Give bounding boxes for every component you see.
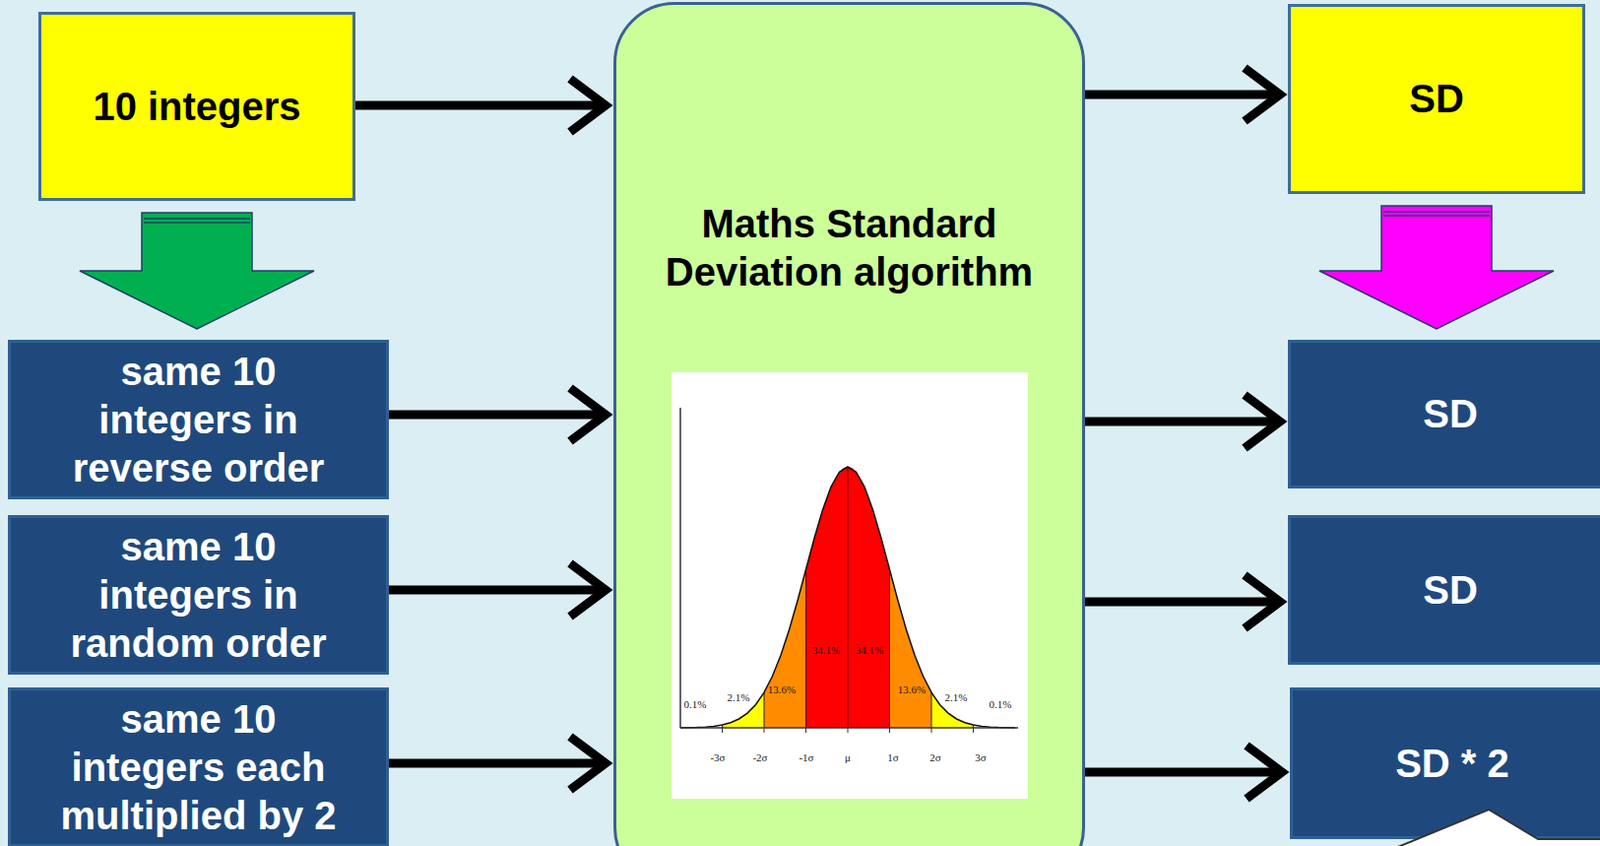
block-arrow [1319, 205, 1554, 329]
axis-label: 2σ [929, 752, 941, 764]
flow-arrow [388, 387, 606, 442]
input-variant-box: same 10 integers each multiplied by 2 [7, 687, 389, 846]
input-box: 10 integers [38, 11, 356, 201]
axis-ticks [722, 727, 974, 733]
block-arrow-stripe [1383, 214, 1490, 217]
arrow-shaft [388, 410, 606, 420]
arrow-shaft [1085, 417, 1280, 427]
percentage-label: 34.1% [812, 644, 840, 656]
flow-arrow [1085, 745, 1282, 799]
axis-label: μ [844, 752, 851, 764]
axis-tick [972, 727, 974, 733]
sigma-line [764, 692, 766, 728]
sigma-line [931, 692, 933, 728]
axis-tick [721, 727, 723, 733]
box-label: same 10 integers in random order [51, 522, 347, 667]
y-axis [679, 407, 682, 728]
arrow-shaft [1085, 90, 1280, 100]
axis-tick [847, 727, 849, 733]
percentage-label: 2.1% [727, 692, 751, 704]
output-box: SD [1287, 3, 1586, 194]
block-arrow-stripe [143, 221, 251, 224]
box-label: SD [1422, 389, 1478, 439]
arrow-head [1246, 745, 1282, 799]
box-label: 10 integers [92, 82, 301, 131]
output-variant-box: SD * 2 [1289, 687, 1600, 839]
output-variant-box: SD [1287, 339, 1600, 489]
arrow-head [570, 563, 606, 617]
arrow-head [1244, 67, 1280, 122]
flow-arrow [355, 78, 606, 132]
axis-label: 3σ [974, 752, 986, 764]
mean-line [846, 466, 849, 728]
percentage-label: 13.6% [897, 684, 926, 696]
arrow-head [570, 387, 606, 442]
axis-tick [764, 727, 766, 733]
box-label: SD [1408, 74, 1465, 124]
flow-arrow [1085, 575, 1280, 629]
input-variant-box: same 10 integers in random order [7, 514, 389, 675]
arrow-shaft [388, 759, 606, 768]
axis-label: -2σ [752, 752, 768, 764]
input-variant-box: same 10 integers in reverse order [7, 339, 389, 500]
arrow-shaft [1085, 768, 1282, 777]
axis-label: -3σ [709, 752, 725, 764]
block-arrow-stripe [143, 217, 251, 220]
arrow-shaft [1085, 597, 1280, 607]
bell-outline [680, 466, 1016, 728]
arrow-shaft [355, 101, 606, 111]
output-variant-box: SD [1287, 514, 1600, 665]
percentage-label: 13.6% [768, 684, 796, 696]
percentage-label: 2.1% [945, 692, 968, 704]
arrow-shaft [388, 585, 606, 595]
box-label: Maths Standard Deviation algorithm [633, 199, 1067, 297]
flow-arrow [388, 563, 606, 617]
axis-label: 1σ [887, 752, 898, 764]
illustration-ground [671, 372, 1028, 799]
flow-arrow [1085, 394, 1280, 448]
axis-tick [805, 727, 807, 733]
arrow-head [1244, 394, 1280, 448]
block-arrow-body [1319, 205, 1554, 329]
box-label: same 10 integers in reverse order [51, 347, 347, 492]
flow-arrow [1085, 67, 1280, 122]
axis-tick [889, 727, 891, 733]
block-arrow-stripe [1383, 210, 1490, 213]
bell-region [806, 466, 891, 728]
block-arrow-body [79, 212, 315, 329]
bell-curve-illustration [671, 372, 1028, 799]
x-axis [680, 726, 1019, 729]
box-label: SD [1422, 566, 1478, 615]
sigma-line [889, 569, 891, 728]
arrow-head [570, 736, 606, 790]
percentage-label: 0.1% [989, 699, 1013, 710]
callout-pointer [1388, 809, 1600, 846]
axis-label: -1σ [798, 752, 814, 764]
block-arrow [79, 212, 315, 329]
arrow-head [1244, 575, 1280, 629]
box-label: SD * 2 [1395, 739, 1510, 788]
box-label: same 10 integers each multiplied by 2 [51, 695, 347, 839]
arrow-head [570, 78, 606, 132]
sigma-line [805, 569, 807, 728]
percentage-label: 34.1% [855, 644, 884, 656]
flow-arrow [388, 736, 606, 790]
axis-tick [931, 727, 933, 733]
percentage-label: 0.1% [684, 699, 707, 710]
